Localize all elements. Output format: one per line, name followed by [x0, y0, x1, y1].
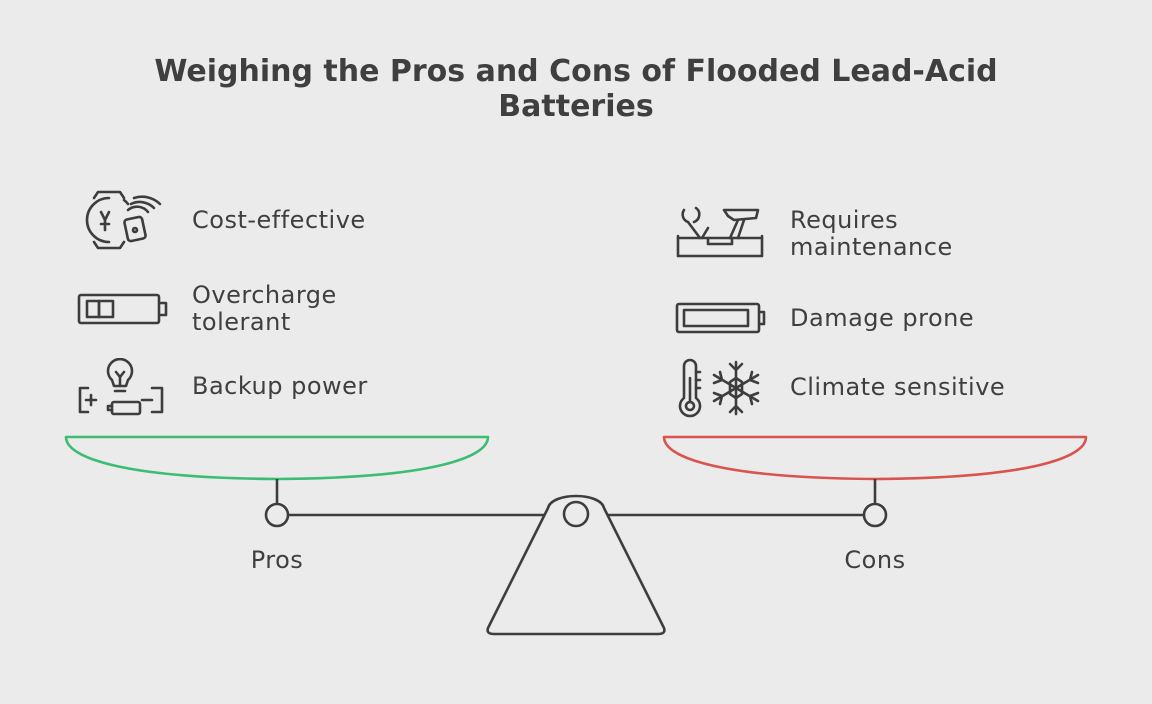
- smartwatch-icon: [85, 190, 162, 250]
- con-item-requires-maintenance: Requires maintenance: [674, 204, 953, 264]
- pros-label: Pros: [250, 546, 304, 574]
- battery-half-icon: [77, 293, 168, 325]
- cons-pan: [662, 435, 1088, 481]
- con-item-climate-sensitive: Climate sensitive: [674, 358, 1005, 418]
- pro-item-cost-effective: Cost-effective: [76, 190, 366, 250]
- con-item-label: Requires maintenance: [790, 206, 953, 261]
- pro-item-backup-power: Backup power: [76, 358, 368, 418]
- pro-item-label: Cost-effective: [192, 205, 366, 234]
- pros-pan: [64, 435, 490, 481]
- battery-empty-icon: [675, 302, 766, 334]
- pros-pivot: [264, 502, 290, 528]
- cons-label: Cons: [844, 546, 906, 574]
- title-line-2: Batteries: [498, 89, 654, 124]
- pro-item-label: Overcharge tolerant: [192, 281, 337, 336]
- toolbox-icon: [676, 206, 764, 258]
- pro-item-overcharge-tolerant: Overcharge tolerant: [76, 282, 337, 336]
- fulcrum-pivot: [562, 500, 590, 528]
- pro-item-label: Backup power: [192, 371, 368, 400]
- thermometer-snowflake-icon: [678, 358, 760, 418]
- con-item-damage-prone: Damage prone: [674, 296, 974, 340]
- fulcrum: [486, 494, 666, 636]
- con-item-label: Climate sensitive: [790, 372, 1006, 401]
- page-title: Weighing the Pros and Cons of Flooded Le…: [0, 54, 1152, 124]
- title-line-1: Weighing the Pros and Cons of Flooded Le…: [154, 54, 998, 89]
- con-item-label: Damage prone: [790, 303, 975, 332]
- lightbulb-battery-icon: [78, 358, 164, 416]
- cons-pivot: [862, 502, 888, 528]
